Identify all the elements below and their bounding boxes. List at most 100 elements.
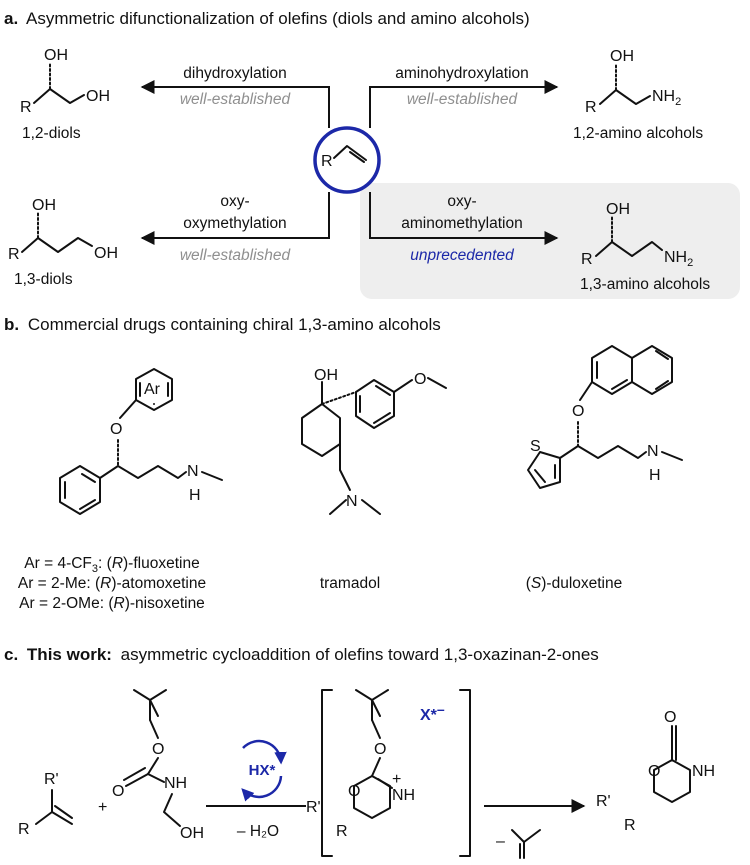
- svg-text:O: O: [374, 741, 386, 758]
- panel-c-bold: This work:: [27, 645, 112, 664]
- panel-a-title: Asymmetric difunctionalization of olefin…: [26, 9, 530, 28]
- svg-text:NH2: NH2: [652, 88, 681, 108]
- svg-text:O: O: [664, 709, 676, 726]
- structure-1-3-amino-alcohol: OH NH2 R 1,3-amino alcohols: [580, 201, 710, 293]
- panel-a-letter: a.: [4, 9, 18, 28]
- svg-text:R: R: [8, 246, 20, 263]
- drug1-line3: Ar = 2-OMe: (R)-nisoxetine: [19, 595, 205, 612]
- product-1-3-amino-alcohols: 1,3-amino alcohols: [580, 276, 710, 293]
- bracket-right: [459, 689, 471, 857]
- plus-sign: +: [98, 799, 107, 816]
- svg-text:OH: OH: [94, 245, 118, 262]
- panel-b-letter: b.: [4, 315, 19, 334]
- product-1-3-diols: 1,3-diols: [14, 271, 73, 288]
- olefin-bonds: [333, 145, 367, 163]
- olefin-r: R: [321, 153, 333, 170]
- counterion-label: X*–: [420, 701, 445, 724]
- product-1-2-diols: 1,2-diols: [22, 125, 81, 142]
- panel-c-letter: c.: [4, 645, 18, 664]
- structure-intermediate: O O NH + R' R X*–: [306, 689, 445, 840]
- svg-text:b. Commercial drugs cont: b. Commercial drugs containing chiral 1,…: [4, 315, 441, 334]
- svg-text:R: R: [20, 99, 32, 116]
- svg-text:R': R': [44, 771, 59, 788]
- structure-oxazinanone: O O NH R' R: [596, 709, 715, 834]
- catalyst-label: HX*: [249, 762, 276, 779]
- svg-text:R: R: [581, 251, 593, 268]
- label-aminomethylation-2: aminomethylation: [401, 215, 522, 232]
- structure-1-3-diol: OH OH R 1,3-diols: [8, 197, 118, 288]
- drug1-line1: Ar = 4-CF3: (R)-fluoxetine: [24, 555, 199, 575]
- bracket-left: [321, 689, 333, 857]
- label-oxymethylation-1: oxy-: [220, 193, 249, 210]
- structure-duloxetine: O N H S: [527, 345, 683, 489]
- panel-c-title: asymmetric cycloaddition of olefins towa…: [121, 645, 599, 664]
- structure-1-2-diol: OH OH R 1,2-diols: [20, 47, 110, 142]
- svg-text:NH2: NH2: [664, 249, 693, 269]
- structure-1-2-amino-alcohol: OH NH2 R 1,2-amino alcohols: [573, 48, 703, 142]
- catalyst-cycle: HX*: [241, 739, 287, 802]
- svg-text:R: R: [336, 823, 348, 840]
- svg-text:OH: OH: [86, 88, 110, 105]
- svg-text:OH: OH: [180, 825, 204, 842]
- status-oxymethylation: well-established: [180, 247, 292, 264]
- status-aminohydroxylation: well-established: [407, 91, 519, 108]
- structure-tramadol: OH O N: [301, 367, 447, 515]
- svg-text:–: –: [496, 833, 505, 850]
- svg-text:N: N: [187, 463, 199, 480]
- structure-carbamate: O O NH OH: [112, 689, 204, 842]
- structure-isobutylene: –: [496, 829, 541, 859]
- svg-text:+: +: [392, 771, 401, 788]
- svg-text:OH: OH: [314, 367, 338, 384]
- svg-text:NH: NH: [164, 775, 187, 792]
- svg-text:R': R': [596, 793, 611, 810]
- svg-text:O: O: [572, 403, 584, 420]
- status-dihydroxylation: well-established: [180, 91, 292, 108]
- label-aminomethylation-1: oxy-: [447, 193, 476, 210]
- panel-c: c. This work: asymmetric cycloaddition o…: [4, 645, 715, 859]
- svg-text:R: R: [624, 817, 636, 834]
- drug2-label: tramadol: [320, 575, 380, 592]
- olefin-circle: [313, 126, 381, 194]
- drug3-label: (S)-duloxetine: [526, 575, 623, 592]
- svg-text:Ar: Ar: [144, 381, 161, 398]
- panel-b: b. Commercial drugs containing chiral 1,…: [4, 315, 683, 612]
- svg-text:NH: NH: [392, 787, 415, 804]
- arrow-oxymethylation: [140, 192, 330, 245]
- svg-text:H: H: [649, 467, 661, 484]
- svg-text:a. Asymmetric difunction: a. Asymmetric difunctionalization of ole…: [4, 9, 530, 28]
- arrow-aminomethylation: [369, 192, 559, 245]
- svg-text:O: O: [110, 421, 122, 438]
- svg-text:O: O: [152, 741, 164, 758]
- svg-text:OH: OH: [44, 47, 68, 64]
- svg-text:N: N: [346, 493, 358, 510]
- svg-text:OH: OH: [606, 201, 630, 218]
- panel-b-title: Commercial drugs containing chiral 1,3-a…: [28, 315, 441, 334]
- svg-text:c. This work: asym: c. This work: asymmetric cycloaddition o…: [4, 645, 599, 664]
- svg-text:S: S: [530, 438, 541, 455]
- structure-olefin: R' R: [18, 771, 73, 838]
- svg-text:OH: OH: [610, 48, 634, 65]
- label-aminohydroxylation: aminohydroxylation: [395, 65, 529, 82]
- label-oxymethylation-2: oxymethylation: [183, 215, 286, 232]
- svg-text:N: N: [647, 443, 659, 460]
- svg-text:O: O: [348, 783, 360, 800]
- svg-text:O: O: [648, 763, 660, 780]
- arrow-aminohydroxylation: [369, 80, 559, 128]
- product-1-2-amino-alcohols: 1,2-amino alcohols: [573, 125, 703, 142]
- svg-text:R': R': [306, 799, 321, 816]
- water-loss-label: – H₂O: [237, 823, 279, 840]
- svg-text:NH: NH: [692, 763, 715, 780]
- label-dihydroxylation: dihydroxylation: [183, 65, 286, 82]
- svg-text:OH: OH: [32, 197, 56, 214]
- structure-fluoxetine: Ar O N H: [59, 368, 223, 515]
- svg-text:R: R: [585, 99, 597, 116]
- status-aminomethylation: unprecedented: [410, 247, 515, 264]
- drug1-line2: Ar = 2-Me: (R)-atomoxetine: [18, 575, 206, 592]
- svg-text:H: H: [189, 487, 201, 504]
- panel-a: a. Asymmetric difunctionalization of ole…: [4, 9, 740, 299]
- svg-text:R: R: [18, 821, 30, 838]
- svg-text:O: O: [112, 783, 124, 800]
- svg-text:O: O: [414, 371, 426, 388]
- arrow-dihydroxylation: [140, 80, 330, 128]
